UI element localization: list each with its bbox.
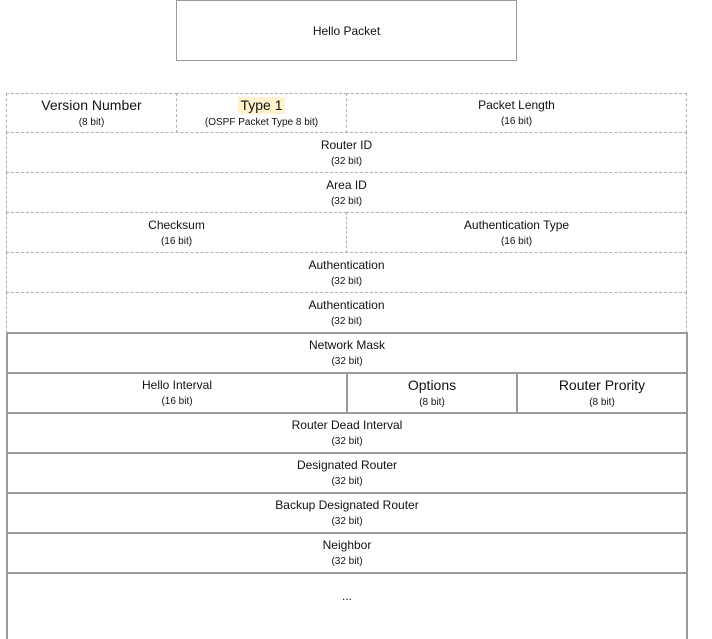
field-area-id: Area ID (32 bit) <box>6 172 687 213</box>
field-label: Neighbor <box>322 538 372 552</box>
diagram-title: Hello Packet <box>176 0 517 61</box>
field-label: Authentication <box>308 257 385 272</box>
field-more-neighbors: ... <box>6 572 688 639</box>
field-hello-interval: Hello Interval (16 bit) <box>6 372 348 414</box>
field-bits: (32 bit) <box>331 476 363 487</box>
field-options: Options (8 bit) <box>346 372 518 414</box>
field-bits: (32 bit) <box>331 556 363 567</box>
field-type: Type 1 (OSPF Packet Type 8 bit) <box>176 93 347 133</box>
field-bits: (32 bit) <box>331 436 363 447</box>
field-router-priority: Router Prority (8 bit) <box>516 372 688 414</box>
field-label: Type 1 <box>238 97 285 114</box>
ellipsis-label: ... <box>341 588 352 603</box>
field-bits: (8 bit) <box>419 397 445 408</box>
field-bits: (32 bit) <box>331 356 363 367</box>
field-version-number: Version Number (8 bit) <box>6 93 177 133</box>
field-bits: (OSPF Packet Type 8 bit) <box>204 117 319 128</box>
field-backup-designated-router: Backup Designated Router (32 bit) <box>6 492 688 534</box>
field-bits: (32 bit) <box>330 195 363 207</box>
field-label: Router Prority <box>558 377 646 393</box>
field-label: Checksum <box>148 217 205 232</box>
field-designated-router: Designated Router (32 bit) <box>6 452 688 494</box>
field-network-mask: Network Mask (32 bit) <box>6 332 688 374</box>
field-label: Version Number <box>41 97 142 113</box>
field-router-dead-interval: Router Dead Interval (32 bit) <box>6 412 688 454</box>
field-authentication-2: Authentication (32 bit) <box>6 292 687 333</box>
field-bits: (16 bit) <box>161 396 193 407</box>
field-bits: (16 bit) <box>500 116 533 127</box>
field-label: Designated Router <box>296 458 398 472</box>
field-bits: (32 bit) <box>330 315 363 327</box>
field-label: Network Mask <box>308 338 385 352</box>
field-label: Hello Interval <box>141 378 213 392</box>
field-bits: (32 bit) <box>331 516 363 527</box>
field-bits: (8 bit) <box>78 117 105 128</box>
field-packet-length: Packet Length (16 bit) <box>346 93 687 133</box>
field-bits: (8 bit) <box>589 397 615 408</box>
field-label: Authentication Type <box>463 217 570 232</box>
field-bits: (16 bit) <box>160 235 193 247</box>
field-bits: (16 bit) <box>500 235 533 247</box>
field-label: Authentication <box>308 297 385 312</box>
field-checksum: Checksum (16 bit) <box>6 212 347 253</box>
field-authentication-type: Authentication Type (16 bit) <box>346 212 687 253</box>
field-label: Router ID <box>320 137 373 152</box>
field-label: Packet Length <box>478 98 555 112</box>
field-router-id: Router ID (32 bit) <box>6 132 687 173</box>
field-bits: (32 bit) <box>330 275 363 287</box>
field-label: Options <box>407 377 457 393</box>
field-label: Backup Designated Router <box>275 498 419 512</box>
field-bits: (32 bit) <box>330 155 363 167</box>
field-label: Router Dead Interval <box>291 418 403 432</box>
field-authentication-1: Authentication (32 bit) <box>6 252 687 293</box>
field-label: Area ID <box>326 177 367 192</box>
field-neighbor: Neighbor (32 bit) <box>6 532 688 574</box>
